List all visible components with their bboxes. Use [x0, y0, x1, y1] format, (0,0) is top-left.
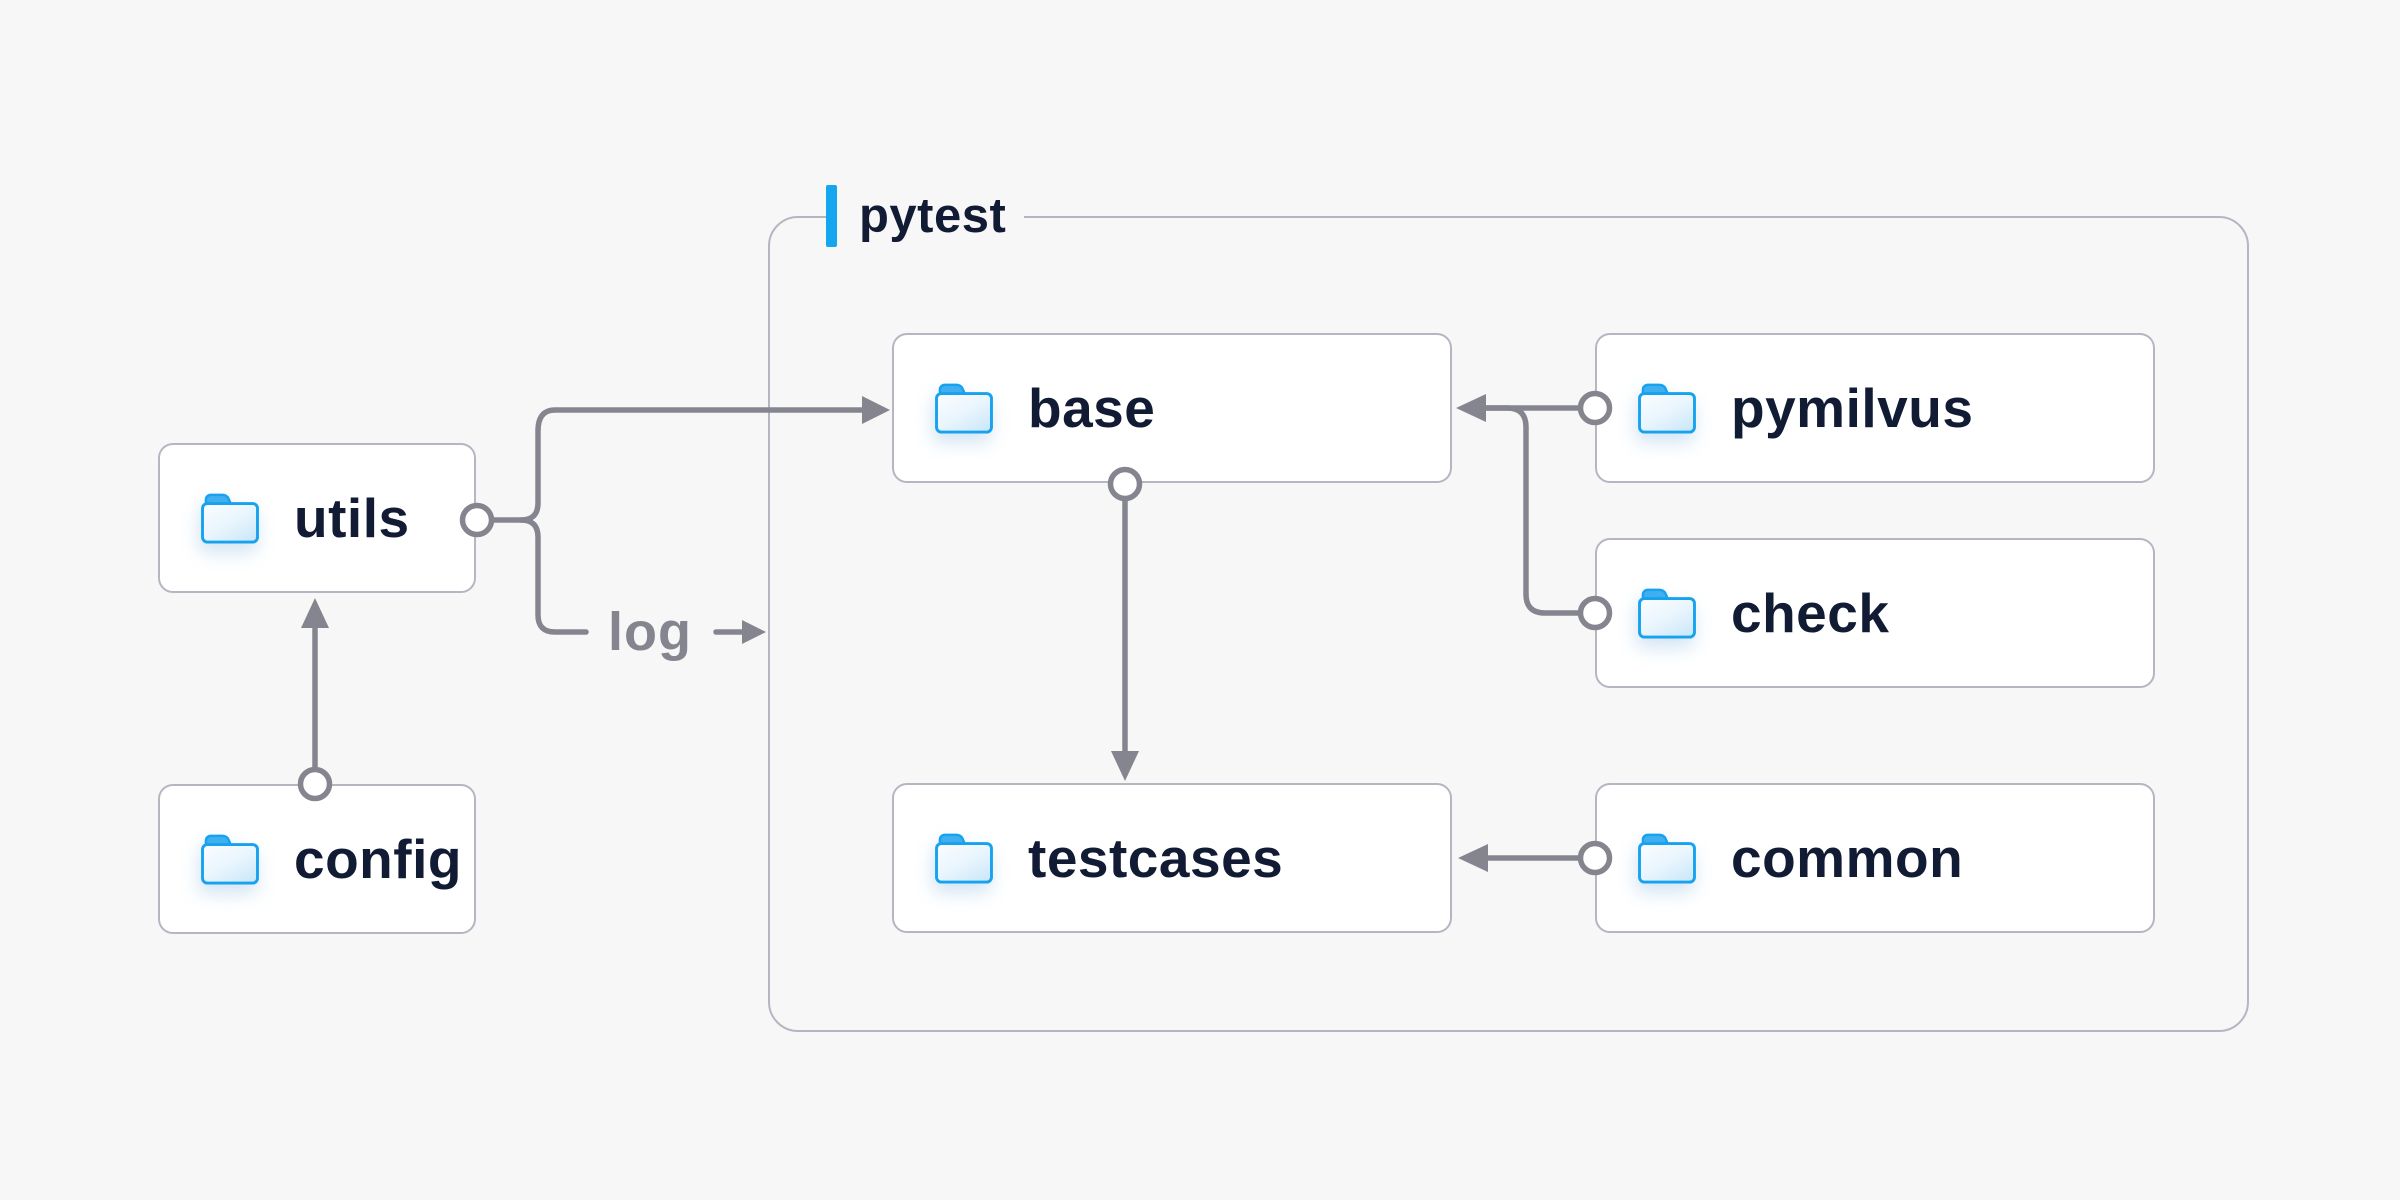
node-label: base	[1028, 376, 1156, 439]
folder-icon	[935, 833, 993, 884]
node-label: pymilvus	[1731, 376, 1974, 439]
folder-icon	[201, 834, 259, 885]
node-label: config	[294, 827, 462, 890]
folder-icon	[1638, 383, 1696, 434]
edge-utils-log	[518, 517, 589, 635]
node-utils: utils	[158, 443, 476, 593]
node-config: config	[158, 784, 476, 934]
node-testcases: testcases	[892, 783, 1452, 933]
node-label: check	[1731, 581, 1890, 644]
folder-icon	[201, 493, 259, 544]
arrowhead-into-utils	[301, 598, 329, 628]
node-label: testcases	[1028, 826, 1284, 889]
group-title: pytest	[859, 188, 1007, 243]
node-pymilvus: pymilvus	[1595, 333, 2155, 483]
pytest-group-label: pytest	[826, 185, 1025, 247]
folder-icon	[1638, 833, 1696, 884]
folder-icon	[1638, 588, 1696, 639]
arrowhead-log-into-pytest	[742, 620, 766, 644]
node-base: base	[892, 333, 1452, 483]
node-label: utils	[294, 486, 410, 549]
node-label: common	[1731, 826, 1964, 889]
accent-bar	[826, 185, 837, 247]
node-check: check	[1595, 538, 2155, 688]
node-common: common	[1595, 783, 2155, 933]
edge-label-log: log	[608, 602, 692, 662]
folder-icon	[935, 383, 993, 434]
pytest-group-box	[768, 216, 2249, 1032]
